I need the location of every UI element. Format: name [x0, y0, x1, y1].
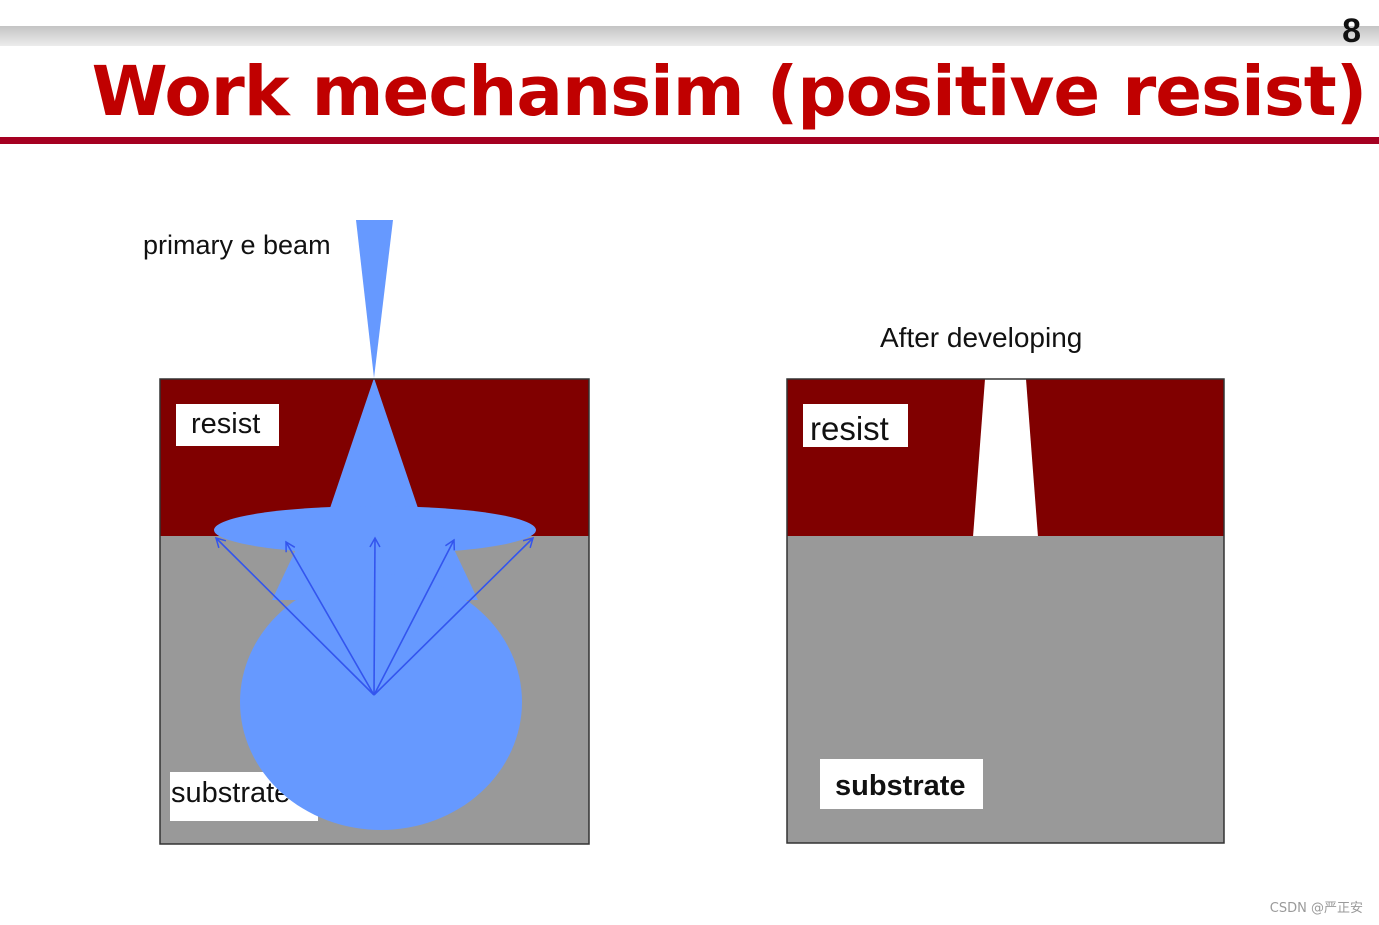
- title-rule: [0, 137, 1379, 144]
- after-developing-caption: After developing: [880, 322, 1082, 353]
- watermark: CSDN @严正安: [1269, 901, 1363, 916]
- primary-beam-cone: [356, 220, 393, 378]
- left-substrate-label: substrate: [171, 777, 290, 809]
- developed-trench: [973, 379, 1038, 537]
- scatter-arrow: [214, 536, 375, 696]
- primary-beam-label: primary e beam: [143, 230, 331, 260]
- header-bar: 8: [0, 12, 1379, 50]
- exposure-panel: resist substrate primary e beam: [143, 220, 590, 845]
- electron-interaction-volume: [214, 220, 536, 830]
- left-resist-label: resist: [191, 408, 260, 440]
- right-panel-border: [786, 378, 1225, 844]
- right-resist-label-box: [803, 404, 908, 447]
- page-number: 8: [1342, 12, 1361, 50]
- left-panel-border: [159, 378, 590, 845]
- left-resist-label-box: [176, 404, 279, 446]
- backscatter-arrows: [214, 536, 535, 696]
- backscatter-bulb: [240, 574, 522, 830]
- scatter-arrow: [373, 536, 535, 696]
- developed-panel: After developing resist substrate: [786, 322, 1225, 844]
- right-substrate-label: substrate: [835, 770, 966, 802]
- scatter-arrow: [373, 538, 456, 696]
- scatter-arrow: [369, 536, 381, 696]
- slide-title: Work mechansim (positive resist): [91, 52, 1368, 132]
- right-substrate-label-box: [820, 759, 983, 809]
- right-resist-label: resist: [810, 410, 889, 447]
- scatter-arrow: [285, 540, 375, 696]
- forward-scatter-cone: [326, 378, 422, 520]
